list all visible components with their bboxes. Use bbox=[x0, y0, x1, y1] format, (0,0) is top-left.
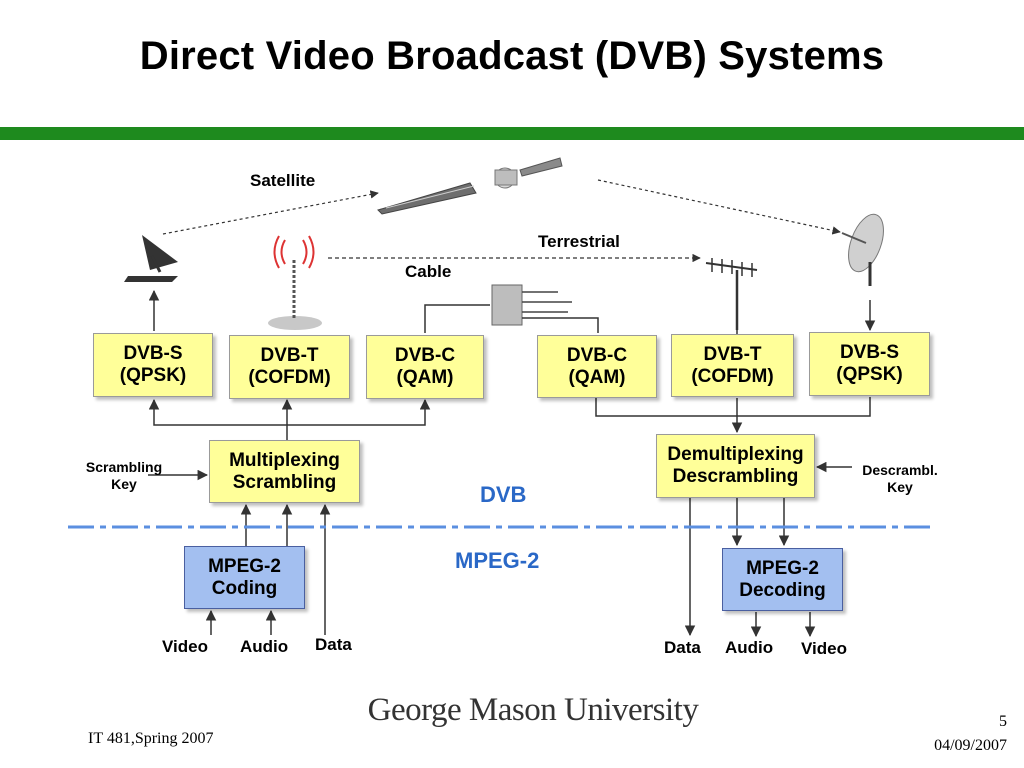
rx-dvb-s-line2: (QPSK) bbox=[836, 364, 903, 385]
satellite-label: Satellite bbox=[250, 171, 316, 190]
tx-dvb-t-line2: (COFDM) bbox=[248, 367, 331, 388]
tx-dvb-c-line1: DVB-C bbox=[394, 345, 456, 367]
mux-line2: Scrambling bbox=[232, 471, 337, 493]
cable-splitter-icon bbox=[491, 284, 572, 326]
university-wordmark: George Mason University bbox=[367, 692, 699, 728]
tx-dvb-c-box: DVB-C (QAM) bbox=[366, 335, 484, 399]
course-label: IT 481,Spring 2007 bbox=[88, 730, 214, 747]
rx-dvb-t-line1: DVB-T bbox=[703, 343, 762, 365]
mux-line1: Multiplexing bbox=[229, 449, 340, 471]
tx-dvb-c-line2: (QAM) bbox=[396, 367, 454, 388]
tx-input-audio: Audio bbox=[240, 637, 289, 656]
title-divider bbox=[0, 127, 1024, 140]
rx-output-video: Video bbox=[801, 639, 847, 658]
coding-line1: MPEG-2 bbox=[208, 555, 281, 577]
scrambling-key-line1: Scrambling bbox=[85, 459, 163, 475]
rx-dvb-t-line2: (COFDM) bbox=[691, 365, 774, 387]
demux-line1: Demultiplexing bbox=[667, 444, 804, 466]
rx-dvb-c-box: DVB-C (QAM) bbox=[537, 335, 657, 398]
rx-dvb-c-line1: DVB-C bbox=[566, 344, 628, 366]
antenna-icon bbox=[705, 258, 758, 330]
demux-line2: Descrambling bbox=[672, 466, 799, 487]
uplink-dish-icon bbox=[124, 235, 178, 282]
page-number: 5 bbox=[999, 713, 1007, 730]
rx-output-audio: Audio bbox=[725, 638, 774, 657]
scrambling-key-label: Scrambling Key bbox=[74, 459, 174, 493]
descrambl-key-line2: Key bbox=[887, 478, 913, 495]
rx-dvb-s-box: DVB-S (QPSK) bbox=[809, 332, 930, 396]
satellite-icon bbox=[377, 157, 563, 215]
terrestrial-label: Terrestrial bbox=[538, 232, 620, 251]
dvb-layer-label: DVB bbox=[480, 482, 527, 507]
mpeg2-layer-label: MPEG-2 bbox=[455, 548, 540, 573]
decoding-line2: Decoding bbox=[739, 579, 826, 601]
tx-input-data: Data bbox=[315, 635, 352, 654]
decoding-line1: MPEG-2 bbox=[746, 557, 819, 579]
slide-title: Direct Video Broadcast (DVB) Systems bbox=[139, 34, 885, 78]
slide-date: 04/09/2007 bbox=[934, 737, 1007, 754]
mpeg2-decoding-box: MPEG-2 Decoding bbox=[722, 548, 843, 611]
descrambl-key-label: Descrambl. Key bbox=[850, 462, 950, 496]
scrambling-key-line2: Key bbox=[111, 475, 137, 492]
tx-dvb-t-box: DVB-T (COFDM) bbox=[229, 335, 350, 399]
receive-dish-icon bbox=[841, 213, 884, 286]
tx-dvb-s-line2: (QPSK) bbox=[119, 365, 187, 386]
coding-line2: Coding bbox=[211, 577, 278, 599]
tx-dvb-s-box: DVB-S (QPSK) bbox=[93, 333, 213, 397]
descrambl-key-line1: Descrambl. bbox=[862, 462, 938, 478]
rx-output-data: Data bbox=[664, 638, 701, 657]
tx-input-video: Video bbox=[162, 637, 208, 656]
rx-dvb-t-box: DVB-T (COFDM) bbox=[671, 334, 794, 397]
mpeg2-coding-box: MPEG-2 Coding bbox=[184, 546, 305, 609]
tower-icon bbox=[268, 235, 322, 330]
demux-descrambling-box: Demultiplexing Descrambling bbox=[656, 434, 815, 498]
tx-dvb-t-line1: DVB-T bbox=[260, 345, 319, 367]
rx-dvb-c-line2: (QAM) bbox=[568, 366, 626, 388]
mux-scrambling-box: Multiplexing Scrambling bbox=[209, 440, 360, 503]
tx-dvb-s-line1: DVB-S bbox=[123, 343, 183, 365]
rx-dvb-s-line1: DVB-S bbox=[839, 342, 900, 364]
cable-label: Cable bbox=[405, 262, 452, 281]
